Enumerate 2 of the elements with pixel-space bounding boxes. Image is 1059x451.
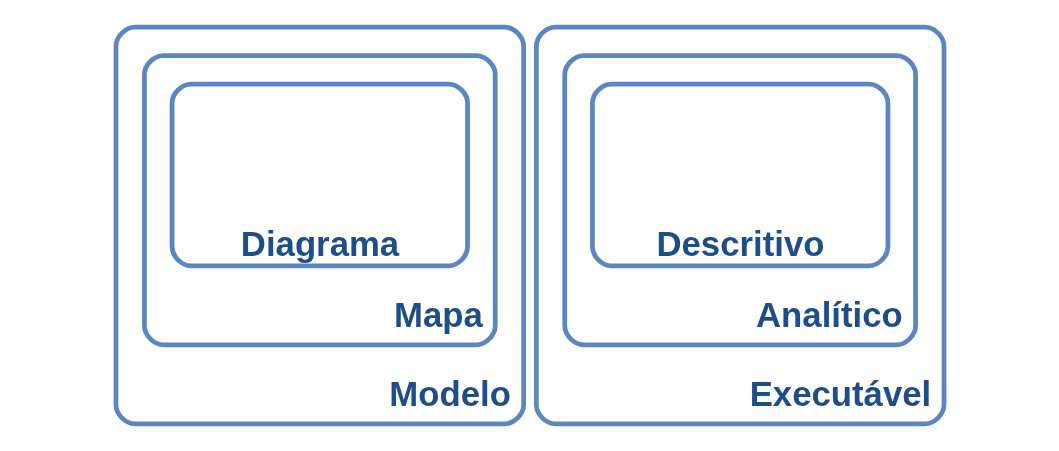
node-box: Diagrama: [169, 81, 470, 269]
node-box: Descritivo: [589, 81, 890, 269]
